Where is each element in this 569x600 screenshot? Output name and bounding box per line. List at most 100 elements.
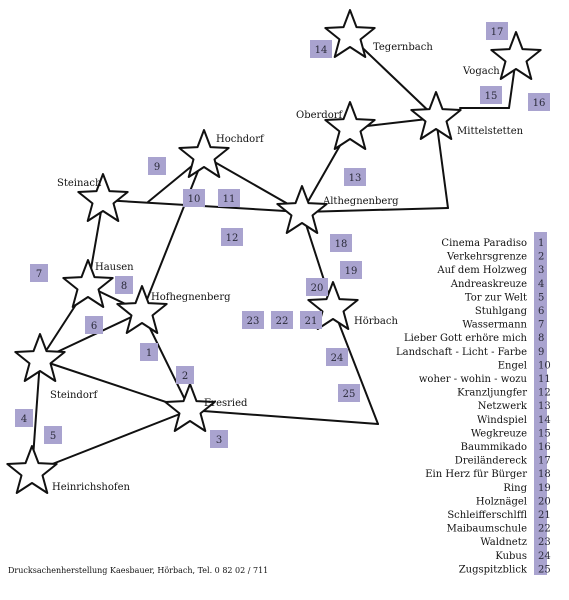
legend-number: 22 [538,524,551,535]
legend-label: woher - wohin - wozu [419,374,528,385]
town-labels: Tegernbach Vogach Oberdorf Mittelstetten… [50,42,524,493]
star-marker-tegernbach [324,9,376,58]
legend-number: 3 [538,265,544,276]
legend-number: 8 [538,333,544,344]
badge-15: 15 [480,86,502,104]
svg-text:24: 24 [331,353,344,364]
legend-label: Ein Herz für Bürger [425,469,527,480]
svg-text:13: 13 [349,173,362,184]
svg-text:9: 9 [154,162,160,173]
svg-text:2: 2 [182,371,188,382]
svg-text:18: 18 [335,239,348,250]
svg-text:21: 21 [305,316,318,327]
badge-1: 1 [140,343,158,361]
svg-text:12: 12 [226,233,239,244]
map-badges: 1 2 3 4 5 6 7 8 9 10 11 12 13 14 15 16 1… [15,22,550,448]
star-marker-hoerbach [307,281,359,330]
legend-label: Verkehrsgrenze [446,252,527,263]
badge-13: 13 [344,168,366,186]
legend-number: 25 [538,564,551,575]
badge-17: 17 [486,22,508,40]
badge-10: 10 [183,189,205,207]
badge-11: 11 [218,189,240,207]
town-label-tegernbach: Tegernbach [373,42,433,53]
badge-23: 23 [242,311,264,329]
legend-number-column [534,232,547,575]
svg-text:22: 22 [276,316,289,327]
badge-14: 14 [310,40,332,58]
legend-number: 23 [538,537,551,548]
legend-label: Tor zur Welt [465,292,527,303]
svg-text:11: 11 [223,194,236,205]
svg-text:17: 17 [491,27,504,38]
road-althegnenberg-east [301,207,449,213]
town-label-vogach: Vogach [462,66,500,77]
legend-label: Wegkreuze [471,428,527,439]
legend-number: 1 [538,238,544,249]
badge-16: 16 [528,93,550,111]
legend-number: 19 [538,483,551,494]
svg-text:19: 19 [345,266,358,277]
roads [31,35,517,473]
svg-text:16: 16 [533,98,546,109]
star-marker-heinrichshofen [6,445,58,494]
town-label-hoerbach: Hörbach [354,316,398,327]
legend-number: 4 [538,279,544,290]
badge-2: 2 [176,366,194,384]
badge-24: 24 [326,348,348,366]
legend-number: 5 [538,292,544,303]
legend-number: 7 [538,320,544,331]
legend-number: 13 [538,401,551,412]
legend-number: 24 [538,551,551,562]
legend-label: Kubus [495,551,527,562]
town-label-eresried: Eresried [204,398,248,409]
svg-text:15: 15 [485,91,498,102]
svg-text:10: 10 [188,194,201,205]
legend-label: Windspiel [477,415,527,426]
town-label-hausen: Hausen [95,262,134,273]
star-marker-hochdorf [178,129,230,178]
road-eresried-east [189,409,379,425]
star-marker-eresried [164,383,216,432]
star-marker-hausen [62,259,114,308]
star-marker-steindorf [14,333,66,382]
svg-text:3: 3 [216,435,222,446]
legend-label: Cinema Paradiso [441,238,527,249]
badge-22: 22 [271,311,293,329]
legend-label: Ring [503,483,527,494]
footer-credit: Drucksachenherstellung Kaesbauer, Hörbac… [8,566,268,575]
badge-21: 21 [300,311,322,329]
badge-9: 9 [148,157,166,175]
town-label-heinrichshofen: Heinrichshofen [52,482,131,493]
town-label-steindorf: Steindorf [50,390,99,401]
legend-number: 14 [538,415,551,426]
legend-label: Dreiländereck [455,456,528,467]
svg-text:23: 23 [247,316,260,327]
badge-5: 5 [44,426,62,444]
town-label-hochdorf: Hochdorf [216,134,265,145]
badge-25: 25 [338,384,360,402]
star-marker-oberdorf [324,101,376,150]
town-label-mittelstetten: Mittelstetten [457,126,524,137]
town-label-oberdorf: Oberdorf [296,110,344,121]
badge-6: 6 [85,316,103,334]
legend-label: Holznägel [476,496,527,507]
svg-text:7: 7 [36,269,42,280]
legend-number: 17 [538,456,551,467]
legend-number: 11 [538,374,551,385]
legend-label: Lieber Gott erhöre mich [404,333,528,344]
legend-label: Andreaskreuze [450,279,527,290]
legend-number: 12 [538,388,551,399]
svg-text:4: 4 [21,414,27,425]
legend-label: Zugspitzblick [459,564,528,575]
legend-number: 16 [538,442,551,453]
legend-label: Kranzljungfer [457,388,527,399]
legend-label: Stuhlgang [475,306,528,317]
badge-8: 8 [115,276,133,294]
legend-label: Waldnetz [480,537,527,548]
road-hoerbach-south [332,307,379,425]
legend-label: Wassermann [462,320,527,331]
legend-number: 18 [538,469,551,480]
